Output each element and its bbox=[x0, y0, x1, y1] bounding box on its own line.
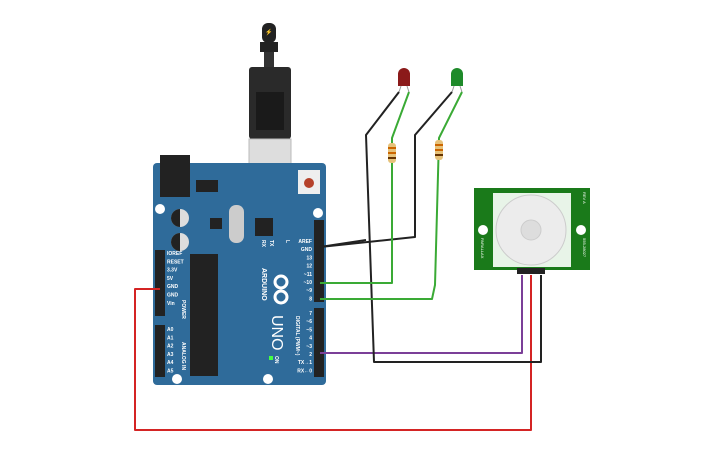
resistor-red-led[interactable] bbox=[388, 143, 396, 163]
tx-label: TX bbox=[268, 240, 274, 247]
digital-pin-label: ~9 bbox=[306, 288, 312, 294]
red-wire-5v bbox=[134, 275, 532, 431]
analog-pin-label: A0 bbox=[167, 327, 174, 333]
power-jack bbox=[160, 155, 190, 197]
power-pin-label: 3.3V bbox=[167, 268, 178, 274]
resistor-green-led[interactable] bbox=[435, 140, 443, 160]
green-led[interactable] bbox=[451, 68, 463, 93]
pir-sensor[interactable]: PARALLAX 555-28027 REV A bbox=[474, 188, 590, 274]
analog-header-label: ANALOG IN bbox=[180, 342, 186, 370]
uno-label: UNO bbox=[268, 315, 285, 351]
pir-brand-label: PARALLAX bbox=[480, 238, 485, 259]
arduino-logo-icon bbox=[273, 274, 289, 305]
digital-pin-label: 2 bbox=[309, 352, 312, 358]
digital-pin-label: TX→1 bbox=[298, 360, 312, 366]
analog-pin-label: A1 bbox=[167, 335, 174, 341]
digital-pin-label: GND bbox=[301, 247, 313, 253]
black-wire-gnd-pir bbox=[319, 91, 542, 363]
power-pin-label: 5V bbox=[167, 276, 174, 282]
digital-pin-label: 8 bbox=[309, 296, 312, 302]
green-wire-pin8 bbox=[320, 91, 463, 300]
power-pin-label: IOREF bbox=[167, 251, 182, 257]
green-wire-pin10 bbox=[320, 91, 410, 284]
analog-pin-label: A2 bbox=[167, 344, 174, 350]
analog-pin-label: A3 bbox=[167, 352, 174, 358]
on-label: ON bbox=[273, 356, 279, 364]
purple-wire-pin2 bbox=[320, 275, 523, 354]
rx-label: RX bbox=[260, 240, 266, 248]
digital-pin-label: ~6 bbox=[306, 319, 312, 325]
power-pin-label: RESET bbox=[167, 259, 184, 265]
digital-pin-label: ~5 bbox=[306, 327, 312, 333]
digital-pin-label: ~11 bbox=[304, 272, 312, 278]
digital-pin-label: AREF bbox=[298, 239, 312, 245]
arduino-logo-text: ARDUINO bbox=[260, 268, 267, 301]
pir-rev-label: REV A bbox=[582, 192, 587, 204]
digital-pin-label: 12 bbox=[306, 264, 312, 270]
l-label: L bbox=[284, 240, 290, 243]
power-header-label: POWER bbox=[180, 300, 186, 319]
pir-part-label: 555-28027 bbox=[582, 238, 587, 258]
analog-pin-label: A5 bbox=[167, 369, 174, 375]
power-pin-label: GND bbox=[167, 293, 179, 299]
on-led bbox=[269, 356, 273, 360]
digital-header-label: DIGITAL (PWM~) bbox=[294, 316, 300, 356]
atmega-chip bbox=[190, 254, 218, 376]
red-led[interactable] bbox=[398, 68, 410, 93]
digital-pin-label: RX←0 bbox=[297, 368, 312, 374]
digital-pin-label: 7 bbox=[309, 311, 312, 317]
svg-text:⚡: ⚡ bbox=[265, 28, 272, 36]
power-pin-label: GND bbox=[167, 284, 179, 290]
power-pin-label: Vin bbox=[167, 301, 175, 307]
digital-pin-label: 4 bbox=[309, 336, 312, 342]
black-wire-gnd-led bbox=[319, 91, 453, 248]
digital-pin-label: 13 bbox=[306, 255, 312, 261]
digital-pin-label: ~3 bbox=[306, 344, 312, 350]
analog-pin-label: A4 bbox=[167, 360, 174, 366]
digital-pin-label: ~10 bbox=[304, 280, 313, 286]
reset-button-cap bbox=[304, 178, 314, 188]
